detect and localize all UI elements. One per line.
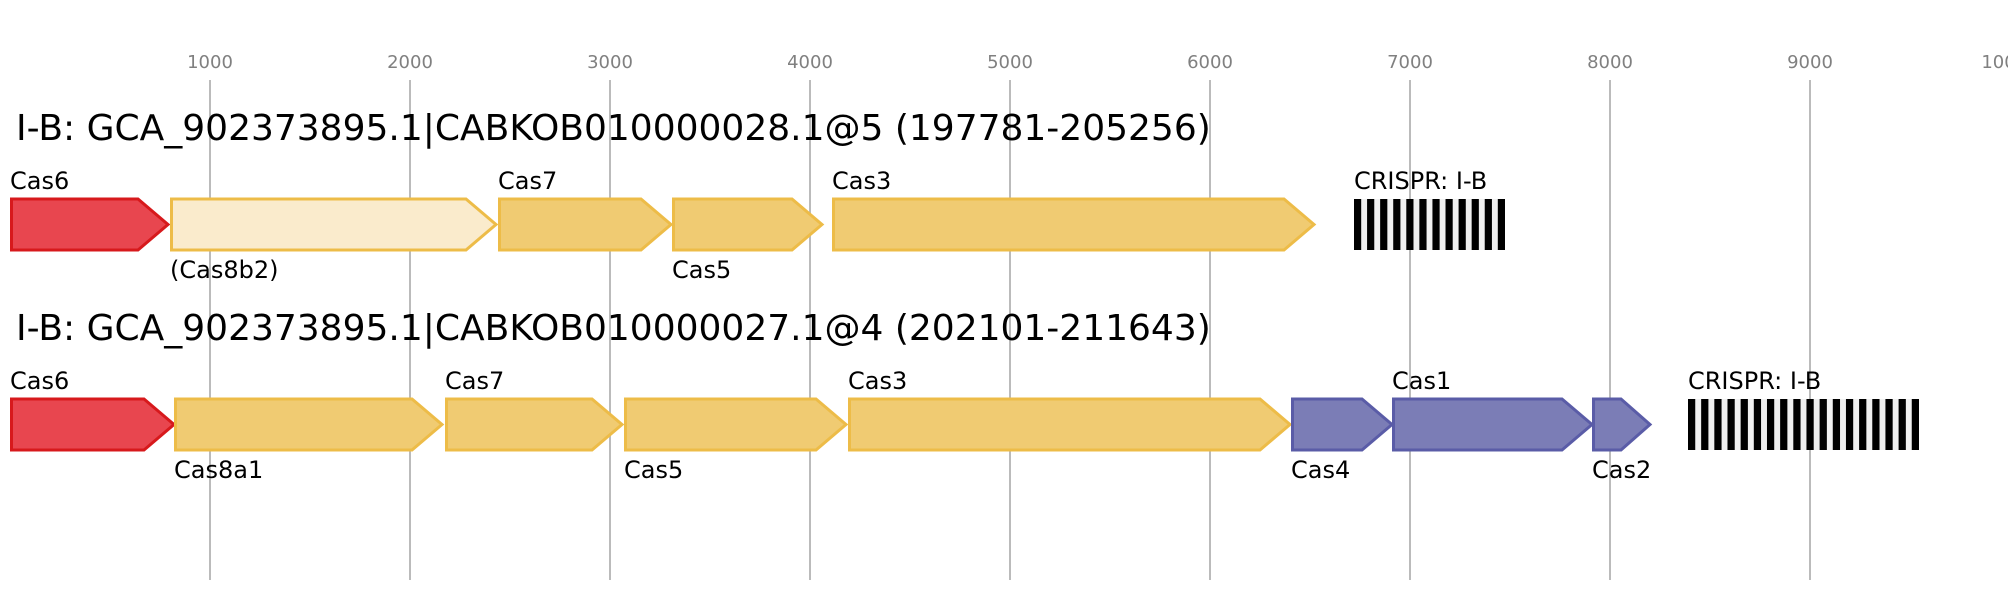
crispr-repeat [1727,399,1735,450]
crispr-array: CRISPR: I-B [1688,367,1919,450]
tick-label: 1000 [187,52,233,73]
crispr-repeat [1419,199,1427,250]
gene-arrow [848,397,1293,452]
crispr-repeat [1832,399,1841,450]
gene-arrow [1291,397,1395,452]
gene-cas6: Cas6 [10,167,171,252]
gene-cas3: Cas3 [832,167,1317,252]
crispr-repeat [1753,399,1762,450]
locus-row-2: I-B: GCA_902373895.1|CABKOB010000027.1@4… [10,308,1919,484]
gene-cas7: Cas7 [445,367,625,452]
locus-title: I-B: GCA_902373895.1|CABKOB010000028.1@5… [16,108,1211,149]
gene-arrow [1392,397,1595,452]
crispr-repeat [1354,199,1362,250]
gene-cas4: Cas4 [1291,397,1395,484]
crispr-repeat [1406,199,1414,250]
gene-label: Cas7 [498,167,557,195]
gene-label: (Cas8b2) [170,256,278,284]
crispr-repeat [1497,199,1505,250]
gene-cas5: Cas5 [624,397,849,484]
gene-label: Cas3 [848,367,907,395]
gene-arrow [10,397,177,452]
crispr-repeat [1432,199,1440,250]
crispr-repeat [1701,399,1709,450]
gene-label: Cas5 [624,456,683,484]
crispr-repeat [1806,399,1814,450]
crispr-spacer-band [1354,199,1505,250]
gene-cas2: Cas2 [1592,397,1653,484]
gene-label: Cas4 [1291,456,1350,484]
crispr-repeat [1819,399,1827,450]
tick-label: 8000 [1587,52,1633,73]
crispr-repeat [1859,399,1867,450]
crispr-repeat [1885,399,1893,450]
gene-label: Cas2 [1592,456,1651,484]
tick-label: 10000 [1981,52,2008,73]
axis-grid [209,80,1811,580]
gene-label: Cas1 [1392,367,1451,395]
gene-label: Cas8a1 [174,456,263,484]
crispr-array: CRISPR: I-B [1354,167,1505,250]
crispr-repeat [1367,199,1375,250]
crispr-repeat [1845,399,1854,450]
gene-cas7: Cas7 [498,167,674,252]
crispr-repeat [1780,399,1788,450]
tick-label: 6000 [1187,52,1233,73]
crispr-repeat [1471,199,1479,250]
gene-cas3: Cas3 [848,367,1293,452]
tick-label: 9000 [1787,52,1833,73]
crispr-repeat [1911,399,1919,450]
tick-label: 7000 [1387,52,1433,73]
crispr-repeat [1740,399,1748,450]
tick-label: 5000 [987,52,1033,73]
gene-cas1: Cas1 [1392,367,1595,452]
crispr-repeat [1380,199,1388,250]
axis-ticks: 1000 2000 3000 4000 5000 6000 7000 8000 9000 1000… [187,52,2008,73]
tick-label: 4000 [787,52,833,73]
gene-label: Cas7 [445,367,504,395]
crispr-repeat [1393,199,1401,250]
crispr-repeat [1445,199,1453,250]
gene-arrow [174,397,445,452]
gene-arrow [1592,397,1653,452]
crispr-repeat [1793,399,1801,450]
gene-cas5: Cas5 [672,197,825,284]
crispr-label: CRISPR: I-B [1688,367,1821,395]
crispr-repeat [1766,399,1775,450]
crispr-repeat [1484,199,1492,250]
gene-cas6: Cas6 [10,367,177,452]
gene-arrow [170,197,499,252]
tick-label: 2000 [387,52,433,73]
crispr-spacer-band [1688,399,1919,450]
gene-label: Cas6 [10,167,69,195]
gene-arrow [10,197,171,252]
gene-label: Cas6 [10,367,69,395]
gene-cas8b2: (Cas8b2) [170,197,499,284]
crispr-repeat [1898,399,1906,450]
gene-arrow [624,397,849,452]
tick-label: 3000 [587,52,633,73]
locus-row-1: I-B: GCA_902373895.1|CABKOB010000028.1@5… [10,108,1505,284]
gene-arrow [498,197,674,252]
gene-arrow [672,197,825,252]
locus-title: I-B: GCA_902373895.1|CABKOB010000027.1@4… [16,308,1211,349]
crispr-repeat [1458,199,1466,250]
crispr-repeat [1714,399,1722,450]
crispr-repeat [1872,399,1880,450]
gene-arrow [445,397,625,452]
gene-label: Cas5 [672,256,731,284]
gene-label: Cas3 [832,167,891,195]
crispr-label: CRISPR: I-B [1354,167,1487,195]
gene-cas8a1: Cas8a1 [174,397,445,484]
gene-arrow [832,197,1317,252]
crispr-repeat [1688,399,1696,450]
